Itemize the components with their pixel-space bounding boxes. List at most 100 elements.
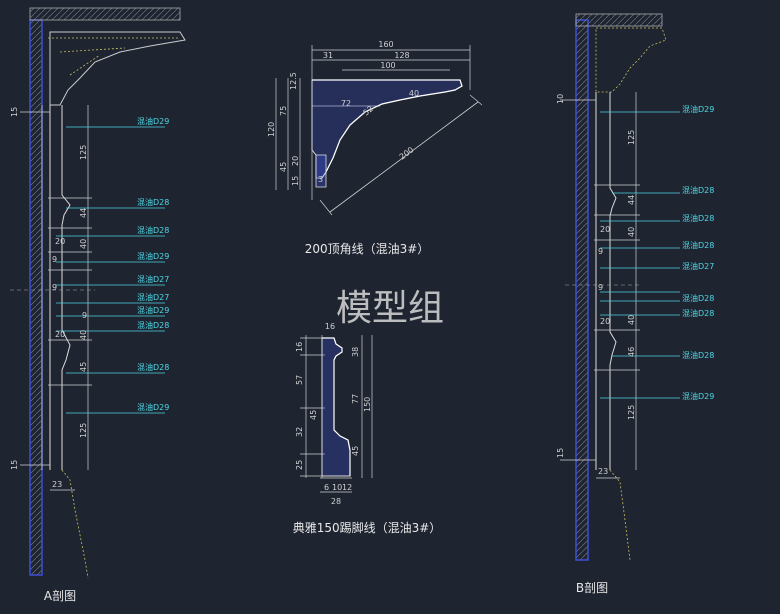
section-a-dim: 40 [79,239,88,249]
crown-profile [311,79,463,179]
section-a-label: 混油D27 [137,274,169,284]
section-b-label: 混油D29 [682,391,714,401]
section-b-dim-group: 10 125 44 20 40 9 9 20 40 46 125 15 23 [556,94,636,476]
skirting-dim: 6 [324,483,329,492]
section-a-dim: 9 [52,283,57,292]
skirting-dim: 77 [351,394,360,404]
section-b-dim: 40 [627,315,636,325]
section-b-label-group: 混油D29 混油D28 混油D28 混油D28 混油D27 混油D28 混油D2… [682,104,714,401]
section-b-dim: 10 [556,94,565,104]
crown-dim: 160 [378,40,393,49]
skirting-dim: 38 [351,347,360,357]
skirting-dim: 10 [332,483,342,492]
crown-dim: 72 [341,99,351,108]
section-b-leaders [600,111,680,399]
section-b-dim: 9 [598,283,603,292]
section-a-label: 混油D28 [137,362,169,372]
section-b-label: 混油D28 [682,350,714,360]
section-a-dim: 20 [55,330,65,339]
section-b-crown-molding [595,27,667,93]
crown-dim: 75 [279,106,288,116]
section-a-label: 混油D29 [137,402,169,412]
section-a-dim: 9 [52,255,57,264]
section-b-dim: 46 [627,347,636,357]
skirting-dim: 45 [309,410,318,420]
section-b-label: 混油D27 [682,261,714,271]
watermark: 模型组 [336,288,444,329]
skirting-title: 典雅150踢脚线（混油3#） [293,520,442,535]
crown-dim: 40 [409,89,419,98]
section-a-dim: 15 [10,460,19,470]
skirting-dim: 57 [295,375,304,385]
section-a-dim: 23 [52,480,62,489]
crown-detail [275,45,483,216]
crown-dim: 20 [291,156,300,166]
section-b-wall [575,19,589,561]
section-a-label-group: 混油D29 混油D28 混油D28 混油D29 混油D27 混油D27 混油D2… [137,116,169,412]
section-b-label: 混油D29 [682,104,714,114]
crown-dim: 45 [279,162,288,172]
crown-diagonal-dim [329,101,479,213]
section-b-dim: 44 [627,195,636,205]
crown-dim: 128 [394,51,409,60]
crown-dim: 12.5 [289,72,298,90]
section-a-dim: 44 [79,208,88,218]
section-a [10,7,186,579]
section-a-dim: 125 [79,423,88,438]
skirting-dim: 45 [351,446,360,456]
section-a-label: 混油D29 [137,116,169,126]
section-b-dim: 15 [556,448,565,458]
section-b-dim: 20 [600,225,610,234]
section-b-title: B剖图 [576,581,608,595]
section-b-wall-panel [595,92,617,470]
section-a-dim: 45 [79,362,88,372]
section-b-dim: 125 [627,405,636,420]
section-b-dim: 20 [600,317,610,326]
section-b-dim: 9 [598,247,603,256]
crown-dim: 100 [380,61,395,70]
section-a-dim: 125 [79,145,88,160]
section-a-label: 混油D28 [137,320,169,330]
crown-dim: 3 [318,175,323,184]
skirting-dim: 32 [295,427,304,437]
section-a-title: A剖图 [44,589,76,603]
crown-dim: 200 [398,145,416,161]
section-a-dim-ticks [20,111,92,491]
skirting-dim-group: 16 16 38 57 77 150 45 32 45 25 6 10 12 2… [295,322,372,506]
section-b-dim: 23 [598,467,608,476]
skirting-dim: 16 [295,342,304,352]
section-b-label: 混油D28 [682,240,714,250]
section-a-dim: 9 [82,311,87,320]
section-a-ceiling [29,7,181,21]
crown-title: 200顶角线（混油3#） [305,242,430,256]
crown-dim: 15 [291,176,300,186]
section-b-dim: 125 [627,130,636,145]
section-a-dim: 40 [79,330,88,340]
section-a-dim: 15 [10,107,19,117]
skirting-dim: 150 [363,397,372,412]
skirting-profile [321,337,351,477]
section-a-label: 混油D27 [137,292,169,302]
section-a-leaders [56,126,165,414]
skirting-dim: 12 [342,483,352,492]
section-b-ceiling [575,13,663,27]
section-a-label: 混油D28 [137,225,169,235]
section-b-label: 混油D28 [682,185,714,195]
section-b-label: 混油D28 [682,213,714,223]
crown-dim: 120 [267,122,276,137]
skirting-dim: 25 [295,460,304,470]
crown-dim: 31 [323,51,333,60]
section-a-dim: 20 [55,237,65,246]
section-a-label: 混油D29 [137,305,169,315]
section-a-label: 混油D28 [137,197,169,207]
skirting-dim: 28 [331,497,341,506]
section-b-dim: 40 [627,227,636,237]
section-b-label: 混油D28 [682,293,714,303]
skirting-dim: 16 [325,322,335,331]
section-a-dim-group: 15 125 44 20 40 9 9 9 20 40 45 125 15 23 [10,107,88,489]
section-a-label: 混油D29 [137,251,169,261]
section-b [560,13,680,561]
section-b-label: 混油D28 [682,308,714,318]
section-a-wall [29,19,43,576]
